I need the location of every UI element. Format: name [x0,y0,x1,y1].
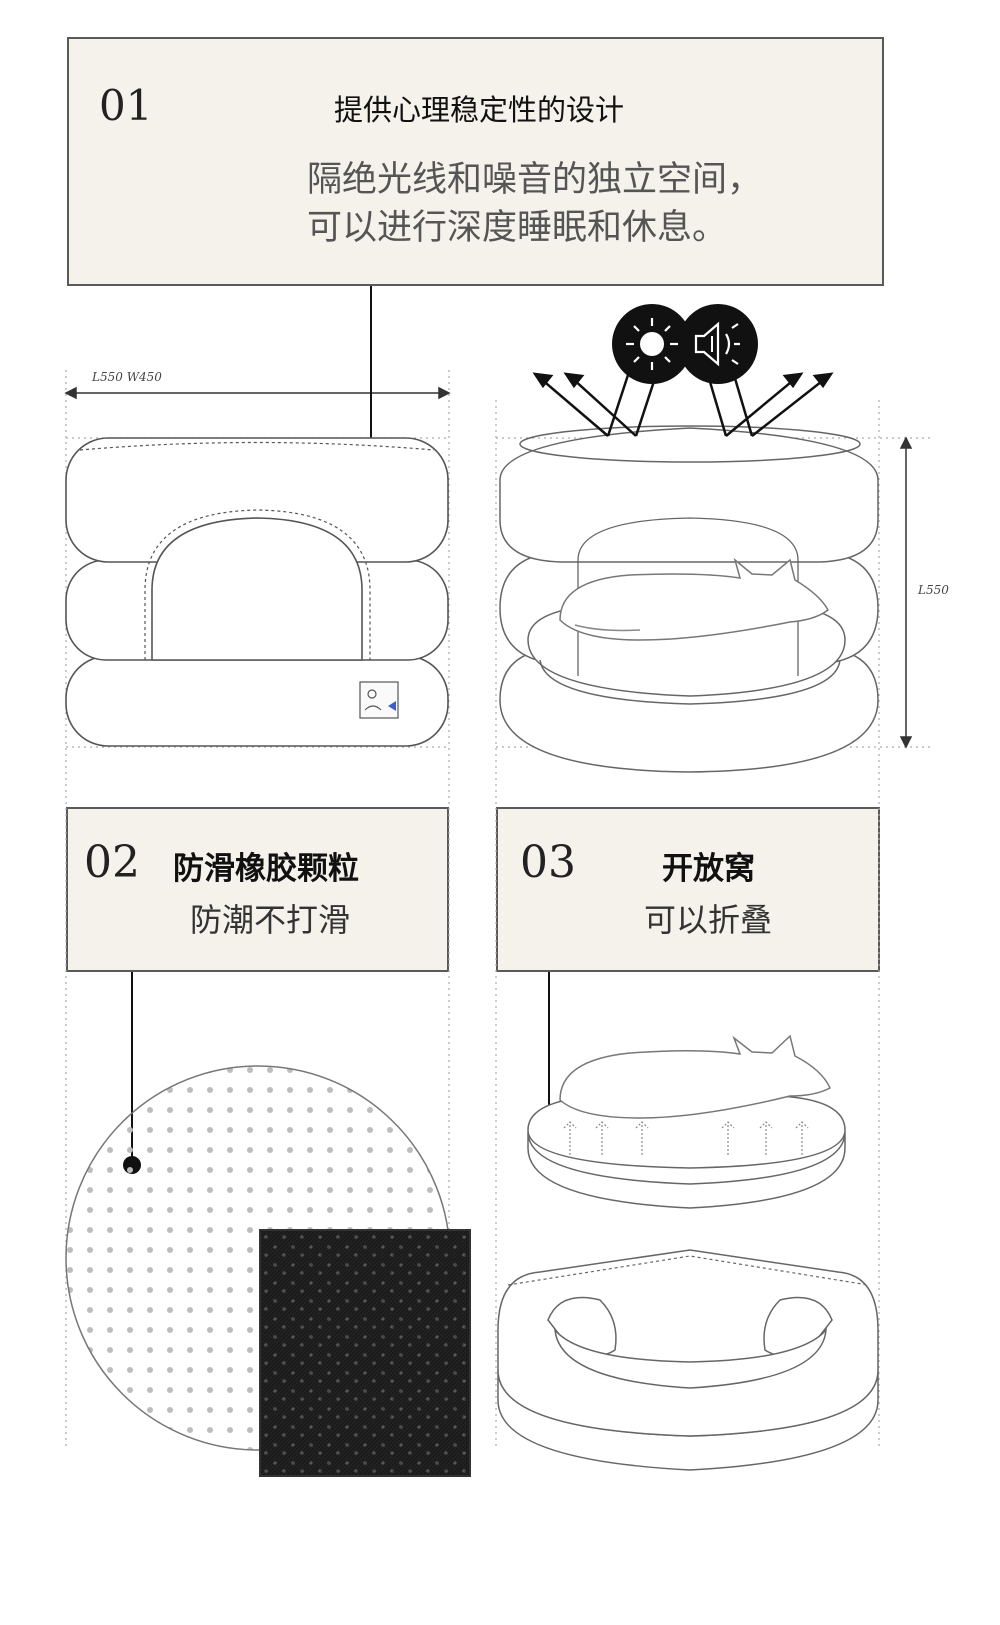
feature-number: 01 [99,81,153,130]
speaker-icon [678,304,758,384]
feature-title: 提供心理稳定性的设计 [334,93,625,127]
bed-side-view [499,425,879,773]
feature-number: 03 [520,837,576,888]
height-dimension [899,436,913,749]
feature-subtitle: 防潮不打滑 [190,901,351,939]
feature-panel-02: 02 防滑橡胶颗粒 防潮不打滑 [66,807,449,972]
width-dimension [64,386,451,400]
height-dimension-label: L550 [917,583,949,597]
feature-number: 02 [84,837,140,888]
folded-open-bed [497,1249,879,1471]
width-dimension-label: L550 W450 [91,370,162,384]
feature-title: 防滑橡胶颗粒 [173,851,359,887]
feature-panel-01: 01 提供心理稳定性的设计 隔绝光线和噪音的独立空间， 可以进行深度睡眠和休息。 [67,37,884,286]
rubber-mat-swatch [259,1229,471,1477]
bed-front-view [65,437,449,747]
open-bed-with-cat [527,1034,846,1209]
feature-title: 开放窝 [662,851,755,887]
deflection-arrows [532,372,834,437]
bed-label-tag [359,681,399,719]
feature-description-line1: 隔绝光线和噪音的独立空间， [307,160,763,200]
feature-panel-03: 03 开放窝 可以折叠 [496,807,880,972]
sun-icon [612,304,692,384]
feature-description-line2: 可以进行深度睡眠和休息。 [307,208,728,248]
feature-subtitle: 可以折叠 [644,901,773,939]
